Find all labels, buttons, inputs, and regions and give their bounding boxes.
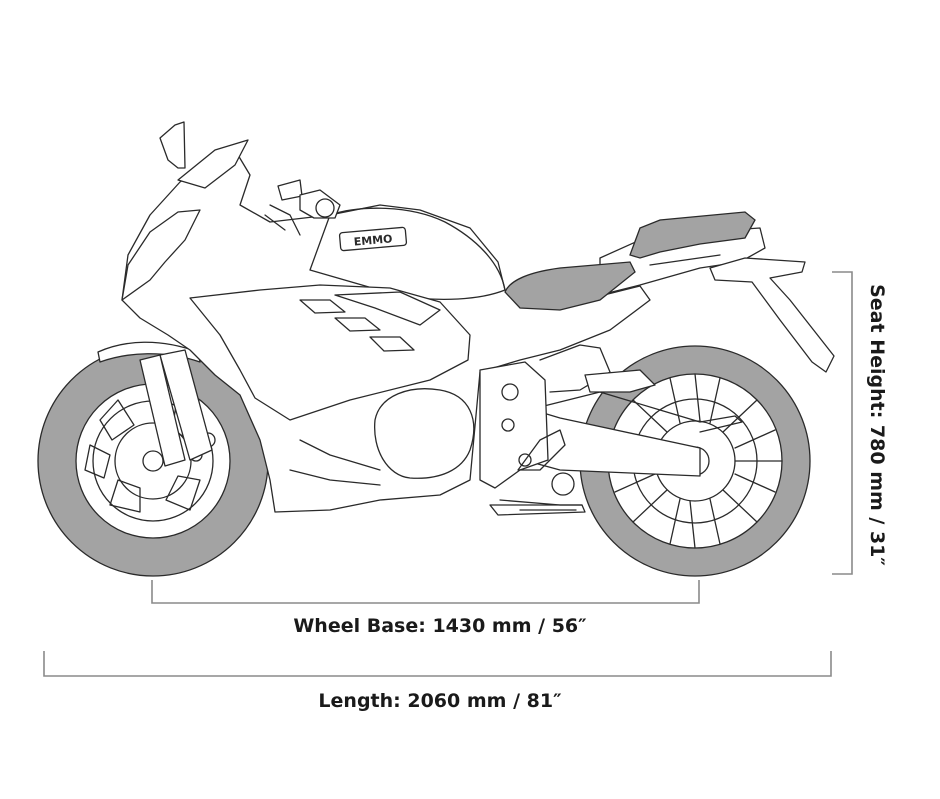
brand-logo: EMMO	[338, 226, 408, 252]
mirror	[159, 121, 186, 169]
wheel-base-dimension-line	[151, 580, 700, 604]
length-label: Length: 2060 mm / 81″	[318, 690, 562, 712]
side-panel	[189, 284, 471, 421]
headlight	[121, 209, 201, 301]
motorcycle-illustration: EMMO	[37, 121, 835, 577]
footpeg	[489, 429, 586, 516]
front-fork	[139, 349, 213, 467]
handlebar	[264, 179, 341, 236]
front-mudguard	[97, 341, 201, 363]
windscreen	[177, 139, 249, 189]
length-dimension-line	[43, 651, 832, 677]
pillion-seat	[629, 211, 756, 259]
seat-height-label: Seat Height: 780 mm / 31″	[866, 284, 888, 566]
fuel-tank	[309, 207, 506, 301]
rear-hugger-bracket	[709, 257, 835, 373]
motor-housing	[374, 388, 475, 479]
wheel-base-label: Wheel Base: 1430 mm / 56″	[293, 615, 587, 637]
rider-seat	[504, 261, 636, 311]
svg-text:EMMO: EMMO	[353, 232, 393, 248]
seat-height-dimension-line	[832, 271, 853, 575]
